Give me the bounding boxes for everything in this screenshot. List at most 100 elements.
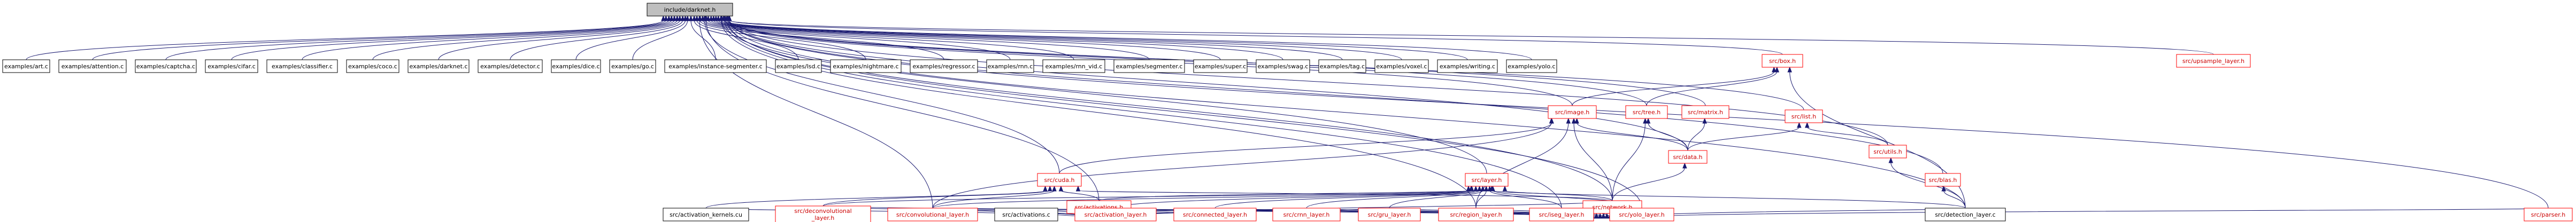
edge-list-h-to-data-h	[1687, 122, 1802, 151]
node-box	[1272, 208, 1341, 221]
node-examples-cifar-c[interactable]: examples/cifar.c	[205, 59, 258, 73]
edge-darknet-h-to-ex-art	[26, 15, 666, 60]
node-examples-attention-c[interactable]: examples/attention.c	[58, 59, 127, 73]
node-box	[609, 59, 656, 73]
node-box	[1609, 208, 1674, 221]
node-src-matrix-h[interactable]: src/matrix.h	[1681, 105, 1729, 119]
node-box	[1762, 54, 1803, 68]
node-box	[663, 208, 749, 221]
node-label: examples/lsd.c	[776, 63, 820, 70]
node-include-darknet-h: include/darknet.h	[647, 3, 733, 17]
node-src-iseg-layer-h[interactable]: src/iseg_layer.h	[1529, 208, 1594, 221]
node-label: src/matrix.h	[1688, 109, 1723, 116]
edge-box-h-to-image-h	[1572, 66, 1777, 106]
edge-darknet-h-to-ex-go	[632, 15, 690, 60]
node-box	[1256, 59, 1310, 73]
node-box	[1681, 105, 1729, 119]
node-box	[1374, 59, 1429, 73]
node-label: examples/dice.c	[552, 63, 599, 70]
node-label: examples/yolo.c	[1508, 63, 1555, 70]
node-src-parser-h[interactable]: src/parser.h	[2524, 208, 2573, 221]
node-examples-tag-c[interactable]: examples/tag.c	[1318, 59, 1366, 73]
node-box	[266, 59, 338, 73]
node-box	[775, 59, 822, 73]
node-box	[2176, 54, 2251, 68]
node-examples-yolo-c[interactable]: examples/yolo.c	[1506, 59, 1557, 73]
node-src-utils-h[interactable]: src/utils.h	[1868, 145, 1907, 158]
node-src-yolo-layer-h[interactable]: src/yolo_layer.h	[1609, 208, 1674, 221]
node-examples-instance-segmenter-c[interactable]: examples/instance-segmenter.c	[664, 59, 767, 73]
node-box	[551, 59, 601, 73]
node-examples-swag-c[interactable]: examples/swag.c	[1256, 59, 1310, 73]
node-src-tree-h[interactable]: src/tree.h	[1625, 105, 1668, 119]
node-src-list-h[interactable]: src/list.h	[1785, 109, 1823, 123]
edge-cuda-h-to-deconv-h	[822, 185, 1052, 207]
edge-layer-h-to-conv-h	[932, 185, 1471, 209]
node-src-region-layer-h[interactable]: src/region_layer.h	[1438, 208, 1514, 221]
node-examples-rnn-c[interactable]: examples/rnn.c	[986, 59, 1034, 73]
node-label: src/detection_layer.c	[1935, 211, 1995, 218]
node-src-layer-h[interactable]: src/layer.h	[1465, 173, 1509, 187]
node-src-blas-h[interactable]: src/blas.h	[1925, 173, 1961, 187]
node-box	[1548, 105, 1597, 119]
node-src-crnn-layer-h[interactable]: src/crnn_layer.h	[1272, 208, 1341, 221]
node-examples-voxel-c[interactable]: examples/voxel.c	[1374, 59, 1429, 73]
edge-darknet-h-to-ex-super	[709, 15, 1221, 60]
node-src-image-h[interactable]: src/image.h	[1548, 105, 1597, 119]
node-label: src/convolutional_layer.h	[896, 211, 969, 218]
edges-layer	[26, 15, 2549, 219]
node-label: src/activation_kernels.cu	[670, 211, 742, 218]
node-src-activations-c[interactable]: src/activations.c	[994, 208, 1058, 221]
node-src-deconvolutional-layer-h[interactable]: src/deconvolutional_layer.h	[775, 205, 871, 222]
edge-darknet-h-to-region-h	[719, 15, 1477, 209]
node-src-detection-layer-c[interactable]: src/detection_layer.c	[1925, 208, 2006, 221]
node-examples-lsd-c[interactable]: examples/lsd.c	[775, 59, 822, 73]
node-box	[1193, 59, 1248, 73]
node-examples-art-c[interactable]: examples/art.c	[2, 59, 50, 73]
edge-darknet-h-to-conv-h	[697, 15, 933, 209]
node-examples-classifier-c[interactable]: examples/classifier.c	[266, 59, 338, 73]
node-label: examples/rnn_vid.c	[1045, 63, 1103, 70]
node-examples-coco-c[interactable]: examples/coco.c	[346, 59, 399, 73]
node-label: examples/segmenter.c	[1116, 63, 1183, 70]
node-label: examples/detector.c	[480, 63, 540, 70]
node-examples-darknet-c[interactable]: examples/darknet.c	[407, 59, 470, 73]
node-label: examples/tag.c	[1320, 63, 1365, 70]
node-examples-dice-c[interactable]: examples/dice.c	[551, 59, 601, 73]
node-box	[1437, 59, 1498, 73]
node-src-activation-kernels-cu[interactable]: src/activation_kernels.cu	[663, 208, 749, 221]
node-examples-nightmare-c[interactable]: examples/nightmare.c	[830, 59, 902, 73]
node-src-box-h[interactable]: src/box.h	[1762, 54, 1803, 68]
node-label: examples/attention.c	[61, 63, 124, 70]
node-src-convolutional-layer-h[interactable]: src/convolutional_layer.h	[887, 208, 978, 221]
node-src-upsample-layer-h[interactable]: src/upsample_layer.h	[2176, 54, 2251, 68]
node-label: src/gru_layer.h	[1368, 211, 1411, 218]
node-src-cuda-h[interactable]: src/cuda.h	[1037, 173, 1082, 187]
node-box	[986, 59, 1034, 73]
edge-darknet-h-to-ex-writing	[718, 15, 1468, 60]
node-label: examples/art.c	[4, 63, 48, 70]
node-examples-rnn-vid-c[interactable]: examples/rnn_vid.c	[1042, 59, 1105, 73]
node-src-activation-layer-h[interactable]: src/activation_layer.h	[1074, 208, 1157, 221]
node-box	[1173, 208, 1257, 221]
node-src-gru-layer-h[interactable]: src/gru_layer.h	[1358, 208, 1421, 221]
node-box	[664, 59, 767, 73]
node-label: src/box.h	[1769, 58, 1796, 65]
node-label: examples/captcha.c	[136, 63, 195, 70]
node-src-connected-layer-h[interactable]: src/connected_layer.h	[1173, 208, 1257, 221]
node-box	[58, 59, 127, 73]
node-examples-go-c[interactable]: examples/go.c	[609, 59, 656, 73]
node-src-data-h[interactable]: src/data.h	[1668, 150, 1708, 164]
edge-cuda-h-to-act-kernels	[705, 185, 1048, 209]
node-box	[1074, 208, 1157, 221]
node-examples-super-c[interactable]: examples/super.c	[1193, 59, 1248, 73]
node-examples-writing-c[interactable]: examples/writing.c	[1437, 59, 1498, 73]
node-examples-captcha-c[interactable]: examples/captcha.c	[135, 59, 197, 73]
edge-darknet-h-to-ex-dice	[575, 15, 688, 60]
node-examples-regressor-c[interactable]: examples/regressor.c	[910, 59, 978, 73]
edge-darknet-h-to-ex-coco	[372, 15, 680, 60]
edge-darknet-h-to-activations-h	[704, 15, 1099, 201]
node-label: examples/cifar.c	[207, 63, 256, 70]
node-examples-detector-c[interactable]: examples/detector.c	[478, 59, 543, 73]
node-examples-segmenter-c[interactable]: examples/segmenter.c	[1113, 59, 1185, 73]
